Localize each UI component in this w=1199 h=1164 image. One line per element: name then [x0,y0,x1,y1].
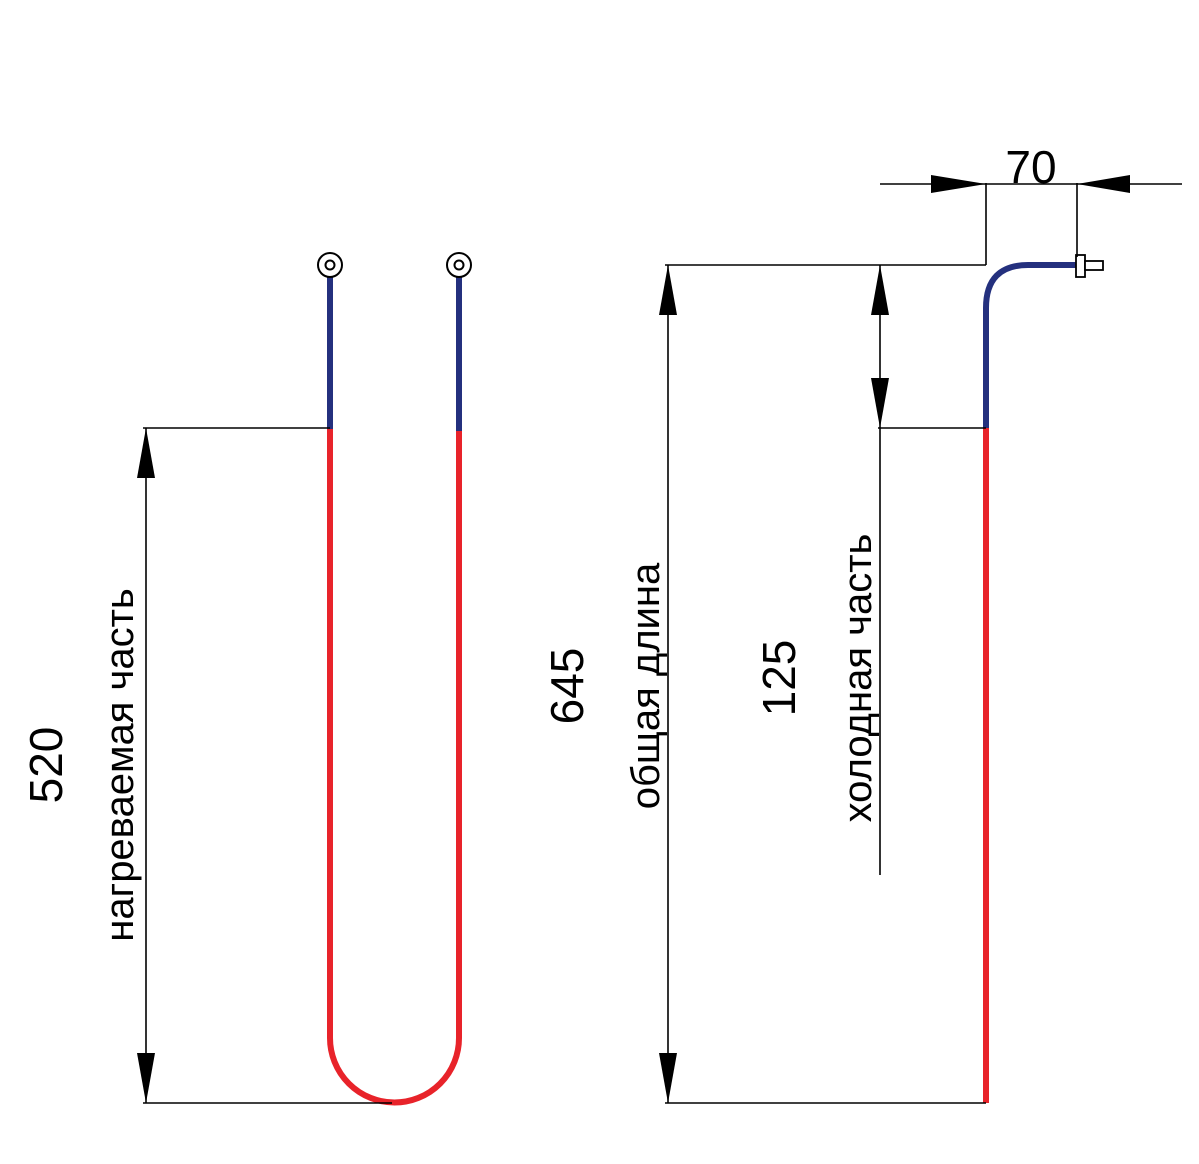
heated-length-caption: нагреваемая часть [98,588,142,941]
arrow-up-icon [137,428,155,478]
arrow-down-icon [137,1053,155,1103]
arrow-up-icon [659,265,677,315]
element-side-view [983,254,1104,1103]
dimension-bend-offset: 70 [880,141,1182,265]
terminal-pin-icon [1075,254,1104,278]
arrow-down-icon [659,1053,677,1103]
side-cold-section [983,262,1077,428]
total-length-value: 645 [541,648,593,725]
arrow-up-icon [871,265,889,315]
arrow-left-icon [1077,175,1130,193]
total-length-caption: общая длина [624,562,668,809]
arrow-down-icon [871,378,889,428]
terminal-ring-icon [446,252,472,278]
dimension-heated-part: 520 нагреваемая часть [20,427,392,1104]
u-element-front-view [317,252,472,1106]
u-heated-section [327,429,462,1106]
bend-offset-value: 70 [1005,141,1056,193]
dimension-total-length: 645 общая длина [541,264,986,1104]
terminal-ring-icon [317,252,343,278]
cold-length-caption: холодная часть [836,534,880,823]
heated-length-value: 520 [20,727,72,804]
cold-length-value: 125 [753,640,805,717]
dimension-cold-part: 125 холодная часть [753,265,986,875]
arrow-right-icon [931,175,986,193]
